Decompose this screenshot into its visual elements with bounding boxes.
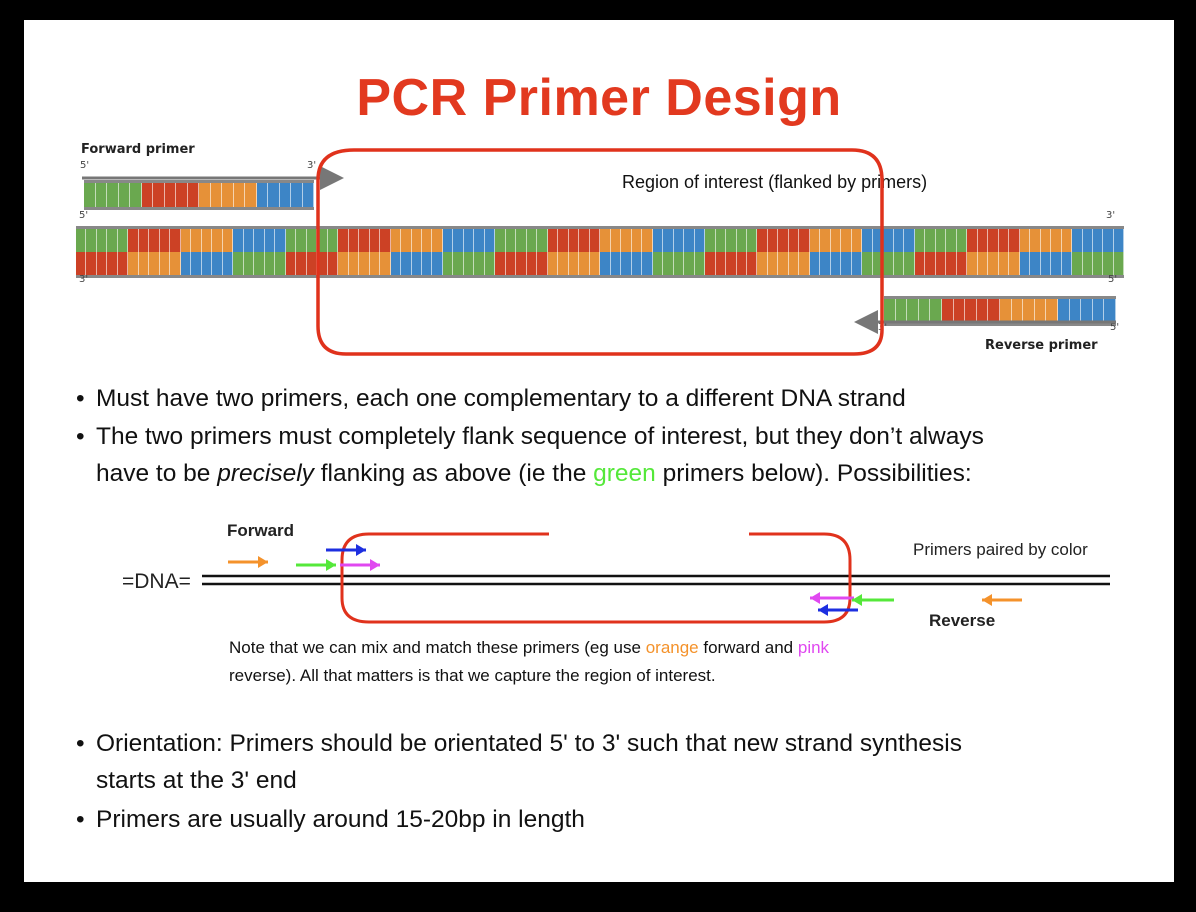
reverse-primer-strip xyxy=(884,296,1116,326)
dna-label: =DNA= xyxy=(122,570,191,593)
note-line-1: Note that we can mix and match these pri… xyxy=(229,638,830,657)
orange-reverse-arrow xyxy=(982,594,1022,606)
bullet-flank: • The two primers must completely flank … xyxy=(76,423,984,487)
rev-3-end: 3' xyxy=(878,322,888,333)
blue-reverse-arrow xyxy=(818,604,858,616)
primers-paired-label: Primers paired by color xyxy=(913,540,1088,559)
slide: PCR Primer Design Forward primer 5' 3' 5… xyxy=(24,20,1174,882)
reverse-label: Reverse xyxy=(929,611,996,630)
reverse-primer-label: Reverse primer xyxy=(985,338,1098,353)
fwd-5-end: 5' xyxy=(80,160,90,171)
green-word: green xyxy=(593,460,656,487)
green-reverse-arrow xyxy=(852,594,894,606)
blue-forward-arrow xyxy=(326,544,366,556)
bullet-orientation: •Orientation: Primers should be orientat… xyxy=(76,730,962,794)
dna-double-strand xyxy=(76,226,1125,278)
rev-5-end: 5' xyxy=(1110,322,1120,333)
dna-bottom-5-end: 5' xyxy=(1108,274,1118,285)
fwd-3-end: 3' xyxy=(307,160,317,171)
pink-reverse-arrow xyxy=(810,592,854,604)
forward-primer-label: Forward primer xyxy=(81,142,195,157)
orange-forward-arrow xyxy=(228,556,268,568)
bullet-two-primers: •Must have two primers, each one complem… xyxy=(76,385,906,412)
region-of-interest-label: Region of interest (flanked by primers) xyxy=(622,172,928,192)
note-line-2: reverse). All that matters is that we ca… xyxy=(229,666,716,685)
green-forward-arrow xyxy=(296,559,336,571)
dna-top-5-end: 5' xyxy=(79,210,89,221)
forward-label: Forward xyxy=(227,521,295,540)
region-of-interest-label-2: Region of interest xyxy=(554,521,709,543)
dna-bottom-3-end: 3' xyxy=(79,274,89,285)
slide-title: PCR Primer Design xyxy=(356,69,842,127)
bullet-length: •Primers are usually around 15-20bp in l… xyxy=(76,806,585,833)
region-of-interest-box-2 xyxy=(340,532,852,624)
pink-forward-arrow xyxy=(340,559,380,571)
dna-top-3-end: 3' xyxy=(1106,210,1116,221)
forward-primer-strip xyxy=(84,180,314,210)
